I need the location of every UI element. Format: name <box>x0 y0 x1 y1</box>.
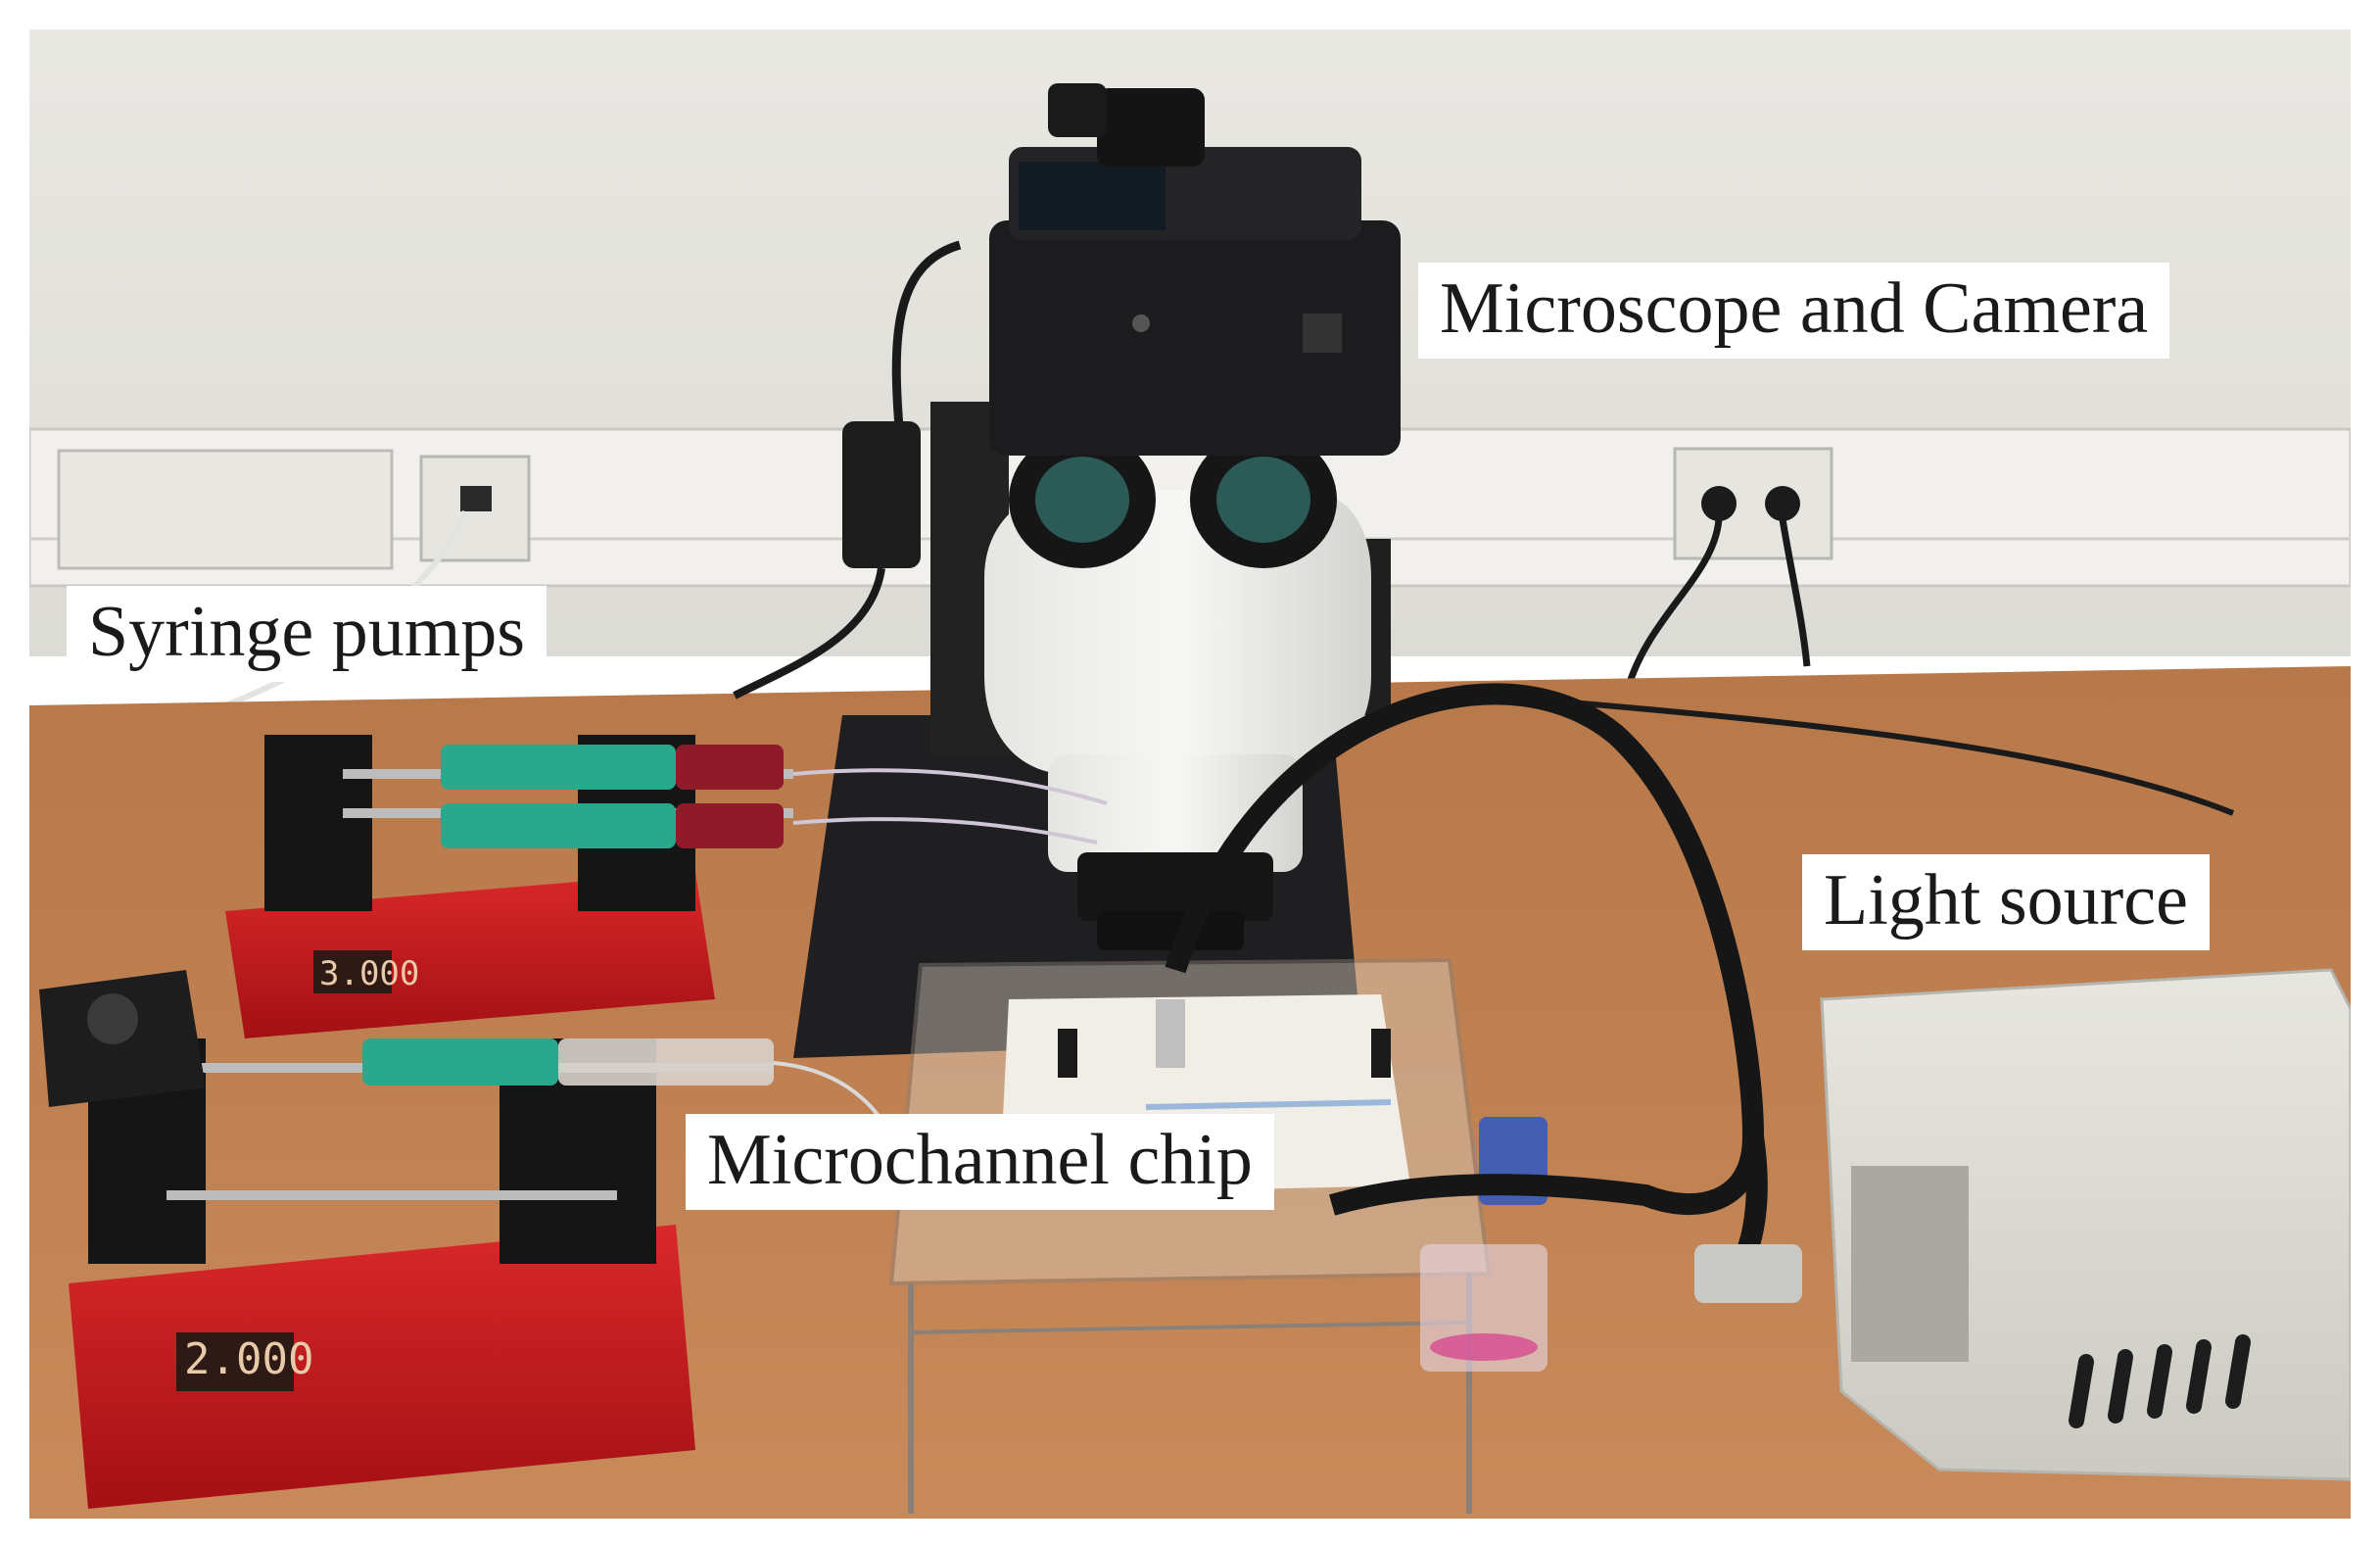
microchannel-chip-label: Microchannel chip <box>686 1114 1274 1210</box>
microscope-camera-label: Microscope and Camera <box>1418 263 2170 359</box>
upper-pump-display: 3.000 <box>319 954 419 993</box>
scene-illustration: 3.000 2.000 <box>29 29 2351 1519</box>
lab-setup-photo: 3.000 2.000 <box>29 29 2351 1519</box>
light-source-label: Light source <box>1802 854 2210 950</box>
syringe-pumps-label: Syringe pumps <box>67 586 547 682</box>
lower-pump-display: 2.000 <box>184 1334 313 1384</box>
